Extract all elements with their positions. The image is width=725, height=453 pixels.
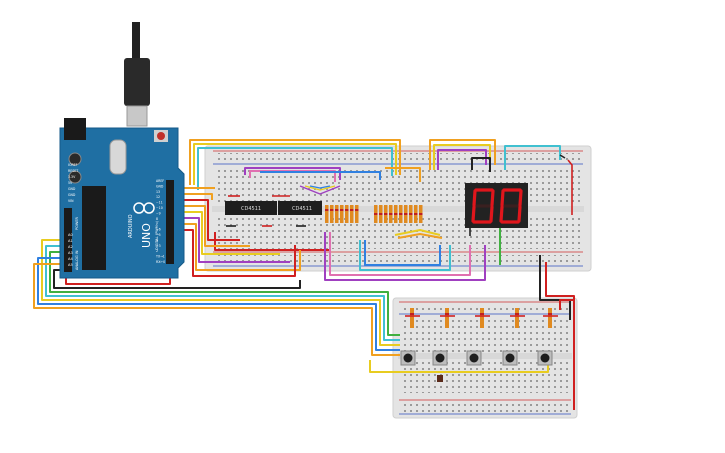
resistor xyxy=(355,205,359,223)
power-pin-label: VIN xyxy=(68,199,74,203)
digital-pin-label: 4 xyxy=(156,238,158,242)
resistor xyxy=(330,205,334,223)
power-pin-label: GND xyxy=(68,193,76,197)
resistor xyxy=(335,205,339,223)
push-button-cap[interactable] xyxy=(469,353,479,363)
resistor xyxy=(480,308,484,328)
power-pin-label: 5V xyxy=(68,181,73,185)
digital-pin-label: 8 xyxy=(156,217,158,221)
resistor xyxy=(340,205,344,223)
display-segment xyxy=(490,189,495,207)
main-breadboard xyxy=(204,145,592,272)
resistor xyxy=(325,205,329,223)
digital-pin-label: ~11 xyxy=(156,201,163,205)
display-segment xyxy=(472,189,477,207)
digital-pin-label: 7 xyxy=(156,222,158,226)
analog-pin-label: A5 xyxy=(68,263,73,267)
segment-resistors xyxy=(325,205,423,223)
power-pin-label: 3.3V xyxy=(68,175,76,179)
cd4511-chip-2: CD4511 xyxy=(278,201,322,215)
analog-pin-label: A0 xyxy=(68,233,73,237)
usb-plug xyxy=(124,58,150,106)
chip-2-label: CD4511 xyxy=(292,206,312,212)
seven-segment-display xyxy=(465,183,528,228)
digital-pin-label: 2 xyxy=(156,249,158,253)
usb-cable xyxy=(132,22,140,62)
power-jack xyxy=(64,118,86,140)
resistor xyxy=(515,308,519,328)
resistor xyxy=(345,205,349,223)
resistor xyxy=(548,308,552,328)
analog-pin-label: A1 xyxy=(68,239,73,243)
digital-pin-label: 13 xyxy=(156,190,160,194)
button-breadboard xyxy=(392,297,578,419)
power-pin-label: IOREF xyxy=(68,163,78,167)
resistor xyxy=(410,308,414,328)
digital-header-label: DIGITAL (PWM~) xyxy=(155,220,159,250)
display-segment xyxy=(518,189,523,207)
analog-pin-label: A3 xyxy=(68,251,73,255)
digital-pin-label: GND xyxy=(156,184,164,188)
power-pin-labels: IOREF RESET 3.3V 5V GND GND VIN xyxy=(68,163,78,203)
power-pin-label: RESET xyxy=(68,169,78,173)
atmega-chip xyxy=(82,186,106,270)
push-button-cap[interactable] xyxy=(505,353,515,363)
digital-pin-label: ~10 xyxy=(156,206,163,210)
push-button-cap[interactable] xyxy=(403,353,413,363)
chip-1-label: CD4511 xyxy=(241,206,261,212)
power-header-label: POWER xyxy=(75,216,79,230)
digital-pin-label: ~3 xyxy=(156,244,161,248)
digital-pin-label: ~6 xyxy=(156,228,161,232)
digital-pin-label: 12 xyxy=(156,195,160,199)
digital-pin-label: AREF xyxy=(156,179,164,183)
analog-pin-label: A4 xyxy=(68,257,73,261)
display-segment xyxy=(471,205,476,223)
digital-pin-label: RX←0 xyxy=(156,260,165,264)
display-segment xyxy=(499,205,504,223)
arduino-logo-icon xyxy=(133,202,155,214)
pull-down-resistors xyxy=(405,308,558,328)
digital-pin-label: ~9 xyxy=(156,211,161,215)
display-segment xyxy=(489,205,494,223)
analog-pin-label: A2 xyxy=(68,245,73,249)
small-component xyxy=(437,375,443,382)
push-buttons xyxy=(400,350,553,366)
arduino-brand: ARDUINO xyxy=(128,214,134,238)
chip-jumpers xyxy=(226,154,573,236)
push-button-cap[interactable] xyxy=(435,353,445,363)
push-button-cap[interactable] xyxy=(540,353,550,363)
wire-bundles xyxy=(33,139,575,410)
resistor xyxy=(445,308,449,328)
cd4511-chip-1: CD4511 xyxy=(225,201,277,215)
power-pin-label: GND xyxy=(68,187,76,191)
display-segment xyxy=(500,189,505,207)
display-segment xyxy=(517,205,522,223)
analog-header-label: ANALOG IN xyxy=(75,250,79,270)
digital-pin-label: TX→1 xyxy=(155,255,165,259)
resistor xyxy=(350,205,354,223)
digital-pin-label: ~5 xyxy=(156,233,161,237)
arduino-uno: ARDUINO UNO DIGITAL (PWM~) POWER ANALOG … xyxy=(59,22,185,279)
arduino-model: UNO xyxy=(140,223,153,248)
